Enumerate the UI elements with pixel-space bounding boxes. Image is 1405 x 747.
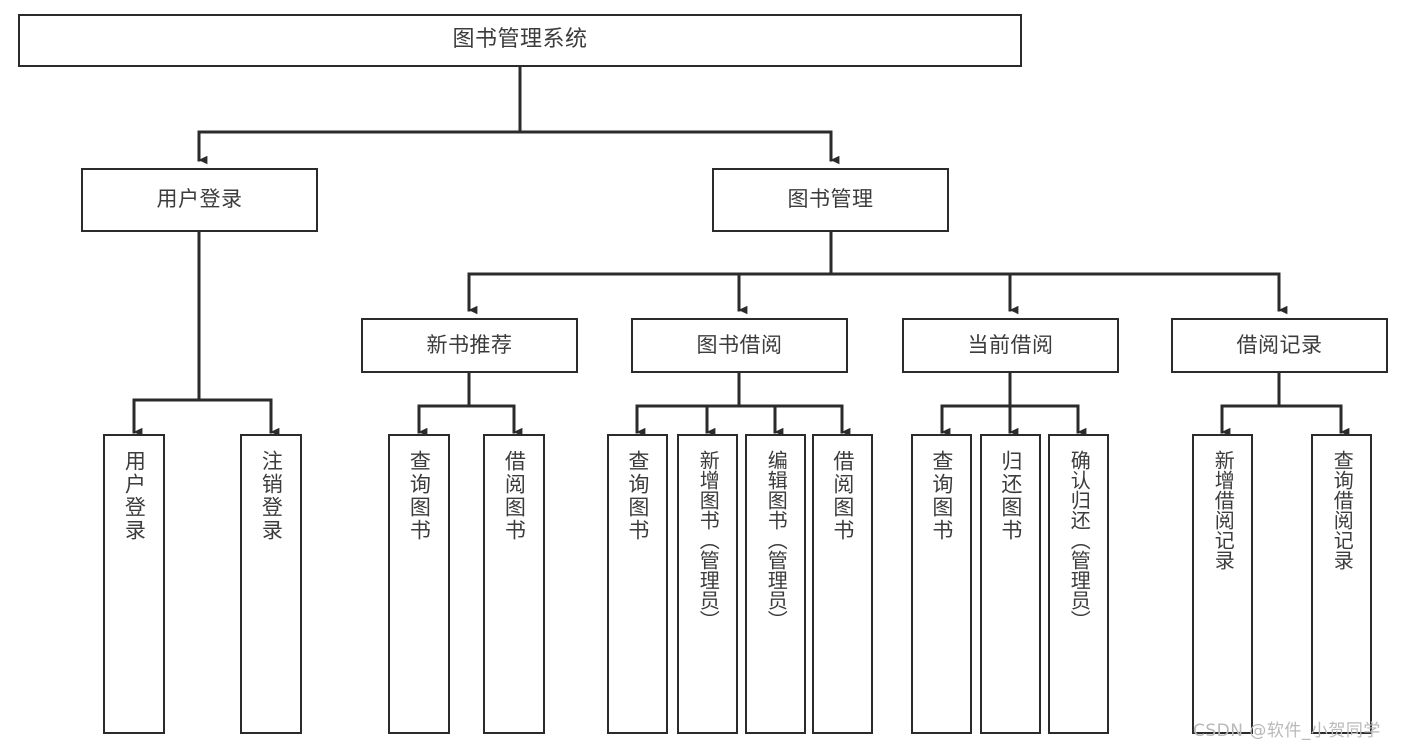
node-user-login[interactable]: 用户登录 xyxy=(81,168,318,232)
node-label: 借阅图书 xyxy=(830,450,855,542)
leaf-add-book-admin[interactable]: 新增图书（管理员） xyxy=(677,434,738,734)
node-label: 查询图书 xyxy=(929,450,954,542)
node-label: 查询借阅记录 xyxy=(1330,450,1355,570)
node-label: 查询图书 xyxy=(407,450,432,542)
node-label: 查询图书 xyxy=(625,450,650,542)
node-label: 用户登录 xyxy=(156,187,243,212)
leaf-logout[interactable]: 注销登录 xyxy=(240,434,302,734)
node-label: 用户登录 xyxy=(122,450,147,542)
node-label: 注销登录 xyxy=(259,450,284,542)
leaf-user-login[interactable]: 用户登录 xyxy=(103,434,165,734)
node-label: 归还图书 xyxy=(998,450,1023,542)
node-label: 新增图书（管理员） xyxy=(696,450,721,630)
watermark-text: CSDN @软件_小贺同学 xyxy=(1193,721,1381,741)
node-root-book-management-system[interactable]: 图书管理系统 xyxy=(18,14,1022,67)
node-label: 新书推荐 xyxy=(426,332,513,357)
node-label: 确认归还（管理员） xyxy=(1067,450,1092,630)
leaf-edit-book-admin[interactable]: 编辑图书（管理员） xyxy=(745,434,806,734)
node-label: 编辑图书（管理员） xyxy=(764,450,789,630)
node-new-book-recommendation[interactable]: 新书推荐 xyxy=(361,318,578,373)
leaf-return-book[interactable]: 归还图书 xyxy=(980,434,1041,734)
leaf-borrow-book-new-rec[interactable]: 借阅图书 xyxy=(483,434,545,734)
node-label: 借阅记录 xyxy=(1236,332,1323,357)
node-label: 当前借阅 xyxy=(967,332,1054,357)
leaf-query-borrow-record[interactable]: 查询借阅记录 xyxy=(1311,434,1372,734)
node-label: 新增借阅记录 xyxy=(1211,450,1236,570)
leaf-query-book-current[interactable]: 查询图书 xyxy=(911,434,972,734)
leaf-add-borrow-record[interactable]: 新增借阅记录 xyxy=(1192,434,1253,734)
leaf-query-book-new-rec[interactable]: 查询图书 xyxy=(388,434,450,734)
node-label: 借阅图书 xyxy=(502,450,527,542)
leaf-query-book-borrowing[interactable]: 查询图书 xyxy=(607,434,668,734)
leaf-confirm-return-admin[interactable]: 确认归还（管理员） xyxy=(1048,434,1109,734)
node-book-management[interactable]: 图书管理 xyxy=(712,168,949,232)
node-label: 图书管理系统 xyxy=(452,27,588,53)
node-label: 图书借阅 xyxy=(696,332,783,357)
node-book-borrowing[interactable]: 图书借阅 xyxy=(631,318,848,373)
node-borrowing-record[interactable]: 借阅记录 xyxy=(1171,318,1388,373)
leaf-borrow-book-borrowing[interactable]: 借阅图书 xyxy=(812,434,873,734)
node-current-borrowing[interactable]: 当前借阅 xyxy=(902,318,1119,373)
node-label: 图书管理 xyxy=(787,187,874,212)
